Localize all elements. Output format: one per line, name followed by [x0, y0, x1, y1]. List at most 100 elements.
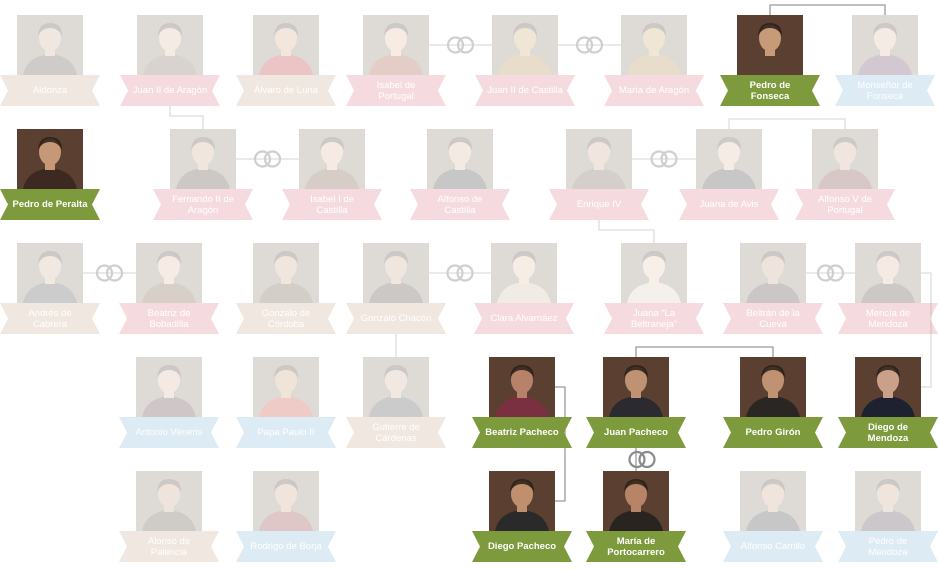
person-card-juanaavis[interactable]: Juana de Avis — [679, 127, 779, 227]
name-banner: Rodrigo de Borja — [236, 531, 336, 562]
portrait-frame — [253, 471, 319, 531]
person-card-isabelportugal[interactable]: Isabel de Portugal — [346, 13, 446, 113]
portrait-frame — [491, 243, 557, 303]
name-banner: Juana de Avis — [679, 189, 779, 220]
person-card-beatrizpacheco[interactable]: Beatriz Pacheco — [472, 355, 572, 455]
portrait-image — [17, 129, 83, 189]
person-card-beatrizbobadilla[interactable]: Beatriz de Bobadilla — [119, 241, 219, 341]
person-name: Papa Paulo II — [257, 427, 315, 438]
name-banner: Juana “La Beltraneja” — [604, 303, 704, 334]
person-card-pedromendoza[interactable]: Pedro de Mendoza — [838, 469, 938, 569]
name-banner: Clara Alvarnáez — [474, 303, 574, 334]
person-card-veneris[interactable]: Antonio Véneris — [119, 355, 219, 455]
person-card-juan2aragon[interactable]: Juan II de Aragón — [120, 13, 220, 113]
name-banner: Mencía de Mendoza — [838, 303, 938, 334]
portrait-image — [603, 357, 669, 417]
person-card-juanpacheco[interactable]: Juan Pacheco — [586, 355, 686, 455]
person-name: Alonso de Palencia — [147, 535, 191, 558]
person-card-gonzalochacon[interactable]: Gonzalo Chacón — [346, 241, 446, 341]
name-banner: Álvaro de Luna — [236, 75, 336, 106]
portrait-frame — [17, 15, 83, 75]
person-card-gutierre[interactable]: Gutierre de Cárdenas — [346, 355, 446, 455]
person-card-alfonso5[interactable]: Alfonso V de Portugal — [795, 127, 895, 227]
portrait-image — [852, 15, 918, 75]
portrait-image — [492, 15, 558, 75]
portrait-image — [363, 243, 429, 303]
portrait-image — [17, 15, 83, 75]
person-card-alfonsocarrillo[interactable]: Alfonso Carrillo — [723, 469, 823, 569]
person-name: Beltrán de la Cueva — [746, 307, 800, 330]
portrait-image — [740, 243, 806, 303]
person-card-pedrogiron[interactable]: Pedro Girón — [723, 355, 823, 455]
person-card-andres[interactable]: Andrés de Cabrera — [0, 241, 100, 341]
name-banner: Alonso de Palencia — [119, 531, 219, 562]
portrait-image — [253, 357, 319, 417]
portrait-image — [696, 129, 762, 189]
portrait-image — [170, 129, 236, 189]
name-banner: Alfonso V de Portugal — [795, 189, 895, 220]
person-card-enrique4[interactable]: Enrique IV — [549, 127, 649, 227]
person-card-alonsopalencia[interactable]: Alonso de Palencia — [119, 469, 219, 569]
person-name: Beatriz Pacheco — [485, 427, 559, 438]
portrait-image — [621, 15, 687, 75]
portrait-image — [363, 357, 429, 417]
portrait-image — [427, 129, 493, 189]
person-name: Juan II de Aragón — [132, 85, 208, 96]
name-banner: Diego de Mendoza — [838, 417, 938, 448]
person-card-paulo2[interactable]: Papa Paulo II — [236, 355, 336, 455]
person-name: Pedro de Mendoza — [868, 535, 908, 558]
portrait-frame — [812, 129, 878, 189]
person-name: Antonio Véneris — [135, 427, 203, 438]
portrait-frame — [253, 357, 319, 417]
portrait-frame — [17, 243, 83, 303]
portrait-frame — [489, 471, 555, 531]
marriage-rings-icon — [446, 36, 475, 54]
person-card-monsenor[interactable]: Monseñor de Fonseca — [835, 13, 935, 113]
name-banner: Beltrán de la Cueva — [723, 303, 823, 334]
portrait-frame — [137, 15, 203, 75]
portrait-frame — [621, 243, 687, 303]
portrait-image — [136, 357, 202, 417]
person-card-beltraneja[interactable]: Juana “La Beltraneja” — [604, 241, 704, 341]
portrait-frame — [852, 15, 918, 75]
name-banner: María de Aragón — [604, 75, 704, 106]
person-card-mariaaragon[interactable]: María de Aragón — [604, 13, 704, 113]
name-banner: Gonzalo Chacón — [346, 303, 446, 334]
portrait-image — [489, 471, 555, 531]
portrait-frame — [427, 129, 493, 189]
portrait-frame — [136, 243, 202, 303]
portrait-frame — [603, 357, 669, 417]
name-banner: Gutierre de Cárdenas — [346, 417, 446, 448]
person-card-aldonza[interactable]: Aldonza — [0, 13, 100, 113]
portrait-image — [136, 471, 202, 531]
person-card-alvaro[interactable]: Álvaro de Luna — [236, 13, 336, 113]
portrait-frame — [740, 243, 806, 303]
name-banner: Gonzalo de Córdoba — [236, 303, 336, 334]
person-card-fernando2[interactable]: Fernando II de Aragón — [153, 127, 253, 227]
person-card-diegopacheco[interactable]: Diego Pacheco — [472, 469, 572, 569]
person-card-mencia[interactable]: Mencía de Mendoza — [838, 241, 938, 341]
person-card-mariaportocarrero[interactable]: María de Portocarrero — [586, 469, 686, 569]
portrait-image — [137, 15, 203, 75]
person-card-isabel1[interactable]: Isabel I de Castilla — [282, 127, 382, 227]
person-card-gonzalocordoba[interactable]: Gonzalo de Córdoba — [236, 241, 336, 341]
person-card-clara[interactable]: Clara Alvarnáez — [474, 241, 574, 341]
portrait-image — [737, 15, 803, 75]
person-card-rodrigoborja[interactable]: Rodrigo de Borja — [236, 469, 336, 569]
person-card-pedrofonseca[interactable]: Pedro de Fonseca — [720, 13, 820, 113]
name-banner: Juan Pacheco — [586, 417, 686, 448]
portrait-image — [855, 471, 921, 531]
portrait-image — [489, 357, 555, 417]
portrait-frame — [253, 15, 319, 75]
marriage-rings-icon — [253, 150, 282, 168]
person-name: Aldonza — [32, 85, 68, 96]
person-card-beltran[interactable]: Beltrán de la Cueva — [723, 241, 823, 341]
person-card-alfonsocastilla[interactable]: Alfonso de Castilla — [410, 127, 510, 227]
person-card-juan2castilla[interactable]: Juan II de Castilla — [475, 13, 575, 113]
person-name: Enrique IV — [576, 199, 622, 210]
person-name: Rodrigo de Borja — [250, 541, 322, 552]
person-card-diegomendoza[interactable]: Diego de Mendoza — [838, 355, 938, 455]
portrait-image — [253, 471, 319, 531]
portrait-frame — [136, 357, 202, 417]
person-card-peralta[interactable]: Pedro de Peralta — [0, 127, 100, 227]
